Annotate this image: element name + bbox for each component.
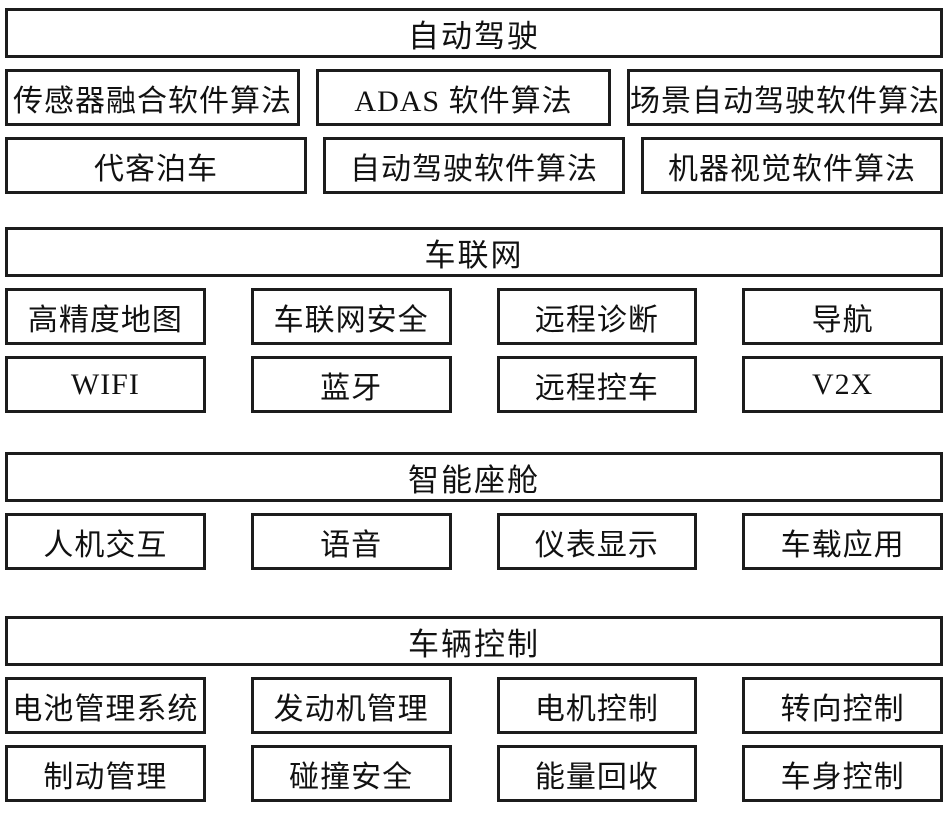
module-box: 场景自动驾驶软件算法	[627, 69, 943, 126]
module-box: 能量回收	[496, 745, 698, 802]
module-box: 机器视觉软件算法	[641, 137, 943, 194]
module-box: 自动驾驶软件算法	[323, 137, 625, 194]
layer-row: 传感器融合软件算法 ADAS 软件算法场景自动驾驶软件算法	[5, 69, 943, 126]
module-box: 发动机管理	[250, 677, 452, 734]
module-box: 电池管理系统	[5, 677, 206, 734]
module-box: 远程诊断	[496, 288, 698, 345]
layer-row: 高精度地图车联网安全远程诊断导航	[5, 288, 943, 345]
module-box: 远程控车	[496, 356, 698, 413]
layer-row: 制动管理碰撞安全能量回收车身控制	[5, 745, 943, 802]
layer-row: 电池管理系统发动机管理电机控制转向控制	[5, 677, 943, 734]
layer-title: 智能座舱	[5, 452, 943, 502]
layer-section-2: 车联网高精度地图车联网安全远程诊断导航 WIFI 蓝牙远程控车 V2X	[5, 227, 943, 413]
module-box: 转向控制	[742, 677, 943, 734]
module-box: 蓝牙	[250, 356, 452, 413]
module-box: 车身控制	[742, 745, 943, 802]
module-box: 仪表显示	[496, 513, 698, 570]
module-box: 制动管理	[5, 745, 206, 802]
module-box: ADAS 软件算法	[316, 69, 611, 126]
module-box: V2X	[742, 356, 943, 413]
layer-title: 车辆控制	[5, 616, 943, 666]
module-box: 碰撞安全	[250, 745, 452, 802]
module-box: 车载应用	[742, 513, 943, 570]
module-box: 传感器融合软件算法	[5, 69, 300, 126]
layer-row: WIFI 蓝牙远程控车 V2X	[5, 356, 943, 413]
module-box: 语音	[250, 513, 452, 570]
layer-title: 车联网	[5, 227, 943, 277]
layer-section-4: 车辆控制电池管理系统发动机管理电机控制转向控制制动管理碰撞安全能量回收车身控制	[5, 616, 943, 802]
module-box: 高精度地图	[5, 288, 206, 345]
module-box: 导航	[742, 288, 943, 345]
module-box: 人机交互	[5, 513, 206, 570]
module-box: 车联网安全	[250, 288, 452, 345]
module-box: WIFI	[5, 356, 206, 413]
layer-title: 自动驾驶	[5, 8, 943, 58]
layer-row: 代客泊车自动驾驶软件算法机器视觉软件算法	[5, 137, 943, 194]
layer-row: 人机交互语音仪表显示车载应用	[5, 513, 943, 570]
automotive-software-stack-diagram: 自动驾驶传感器融合软件算法 ADAS 软件算法场景自动驾驶软件算法代客泊车自动驾驶…	[5, 8, 943, 802]
module-box: 电机控制	[496, 677, 698, 734]
layer-section-1: 自动驾驶传感器融合软件算法 ADAS 软件算法场景自动驾驶软件算法代客泊车自动驾驶…	[5, 8, 943, 194]
module-box: 代客泊车	[5, 137, 307, 194]
layer-section-3: 智能座舱人机交互语音仪表显示车载应用	[5, 452, 943, 570]
